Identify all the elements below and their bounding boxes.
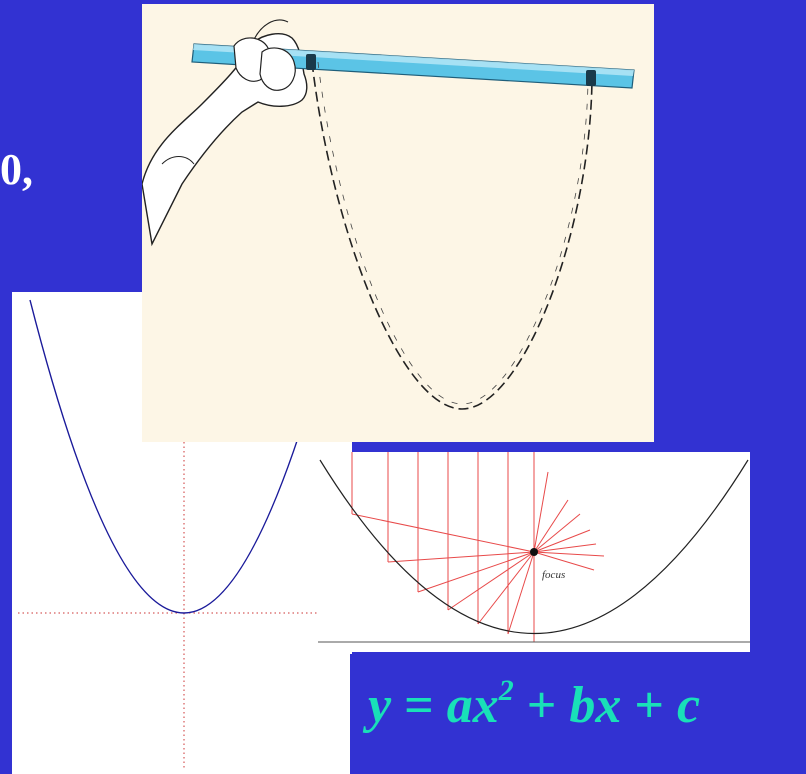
reflection-lines [351,452,605,642]
eq-plus1: + [513,677,570,734]
quadratic-equation: y = ax2 + bx + c [368,676,700,735]
eq-plus2: + [621,677,678,734]
ruler [191,43,635,89]
eq-y: y [368,677,392,734]
parabola-focus-image: focus [318,452,750,652]
equation-panel: y = ax2 + bx + c [350,654,806,774]
eq-b: b [569,677,596,734]
eq-x1: x [472,677,499,734]
eq-c: c [677,677,701,734]
eq-a: a [446,677,473,734]
focus-point [530,548,538,556]
parabola-curve [319,459,749,634]
eq-exponent: 2 [498,674,514,707]
slide-text-fragment: 0, [0,145,33,194]
eq-x2: x [595,677,622,734]
hanging-chain-image [142,4,654,442]
chain-curve [311,61,593,410]
parabola-curve [29,299,339,614]
focus-label: focus [542,569,565,581]
eq-equals: = [391,677,447,734]
